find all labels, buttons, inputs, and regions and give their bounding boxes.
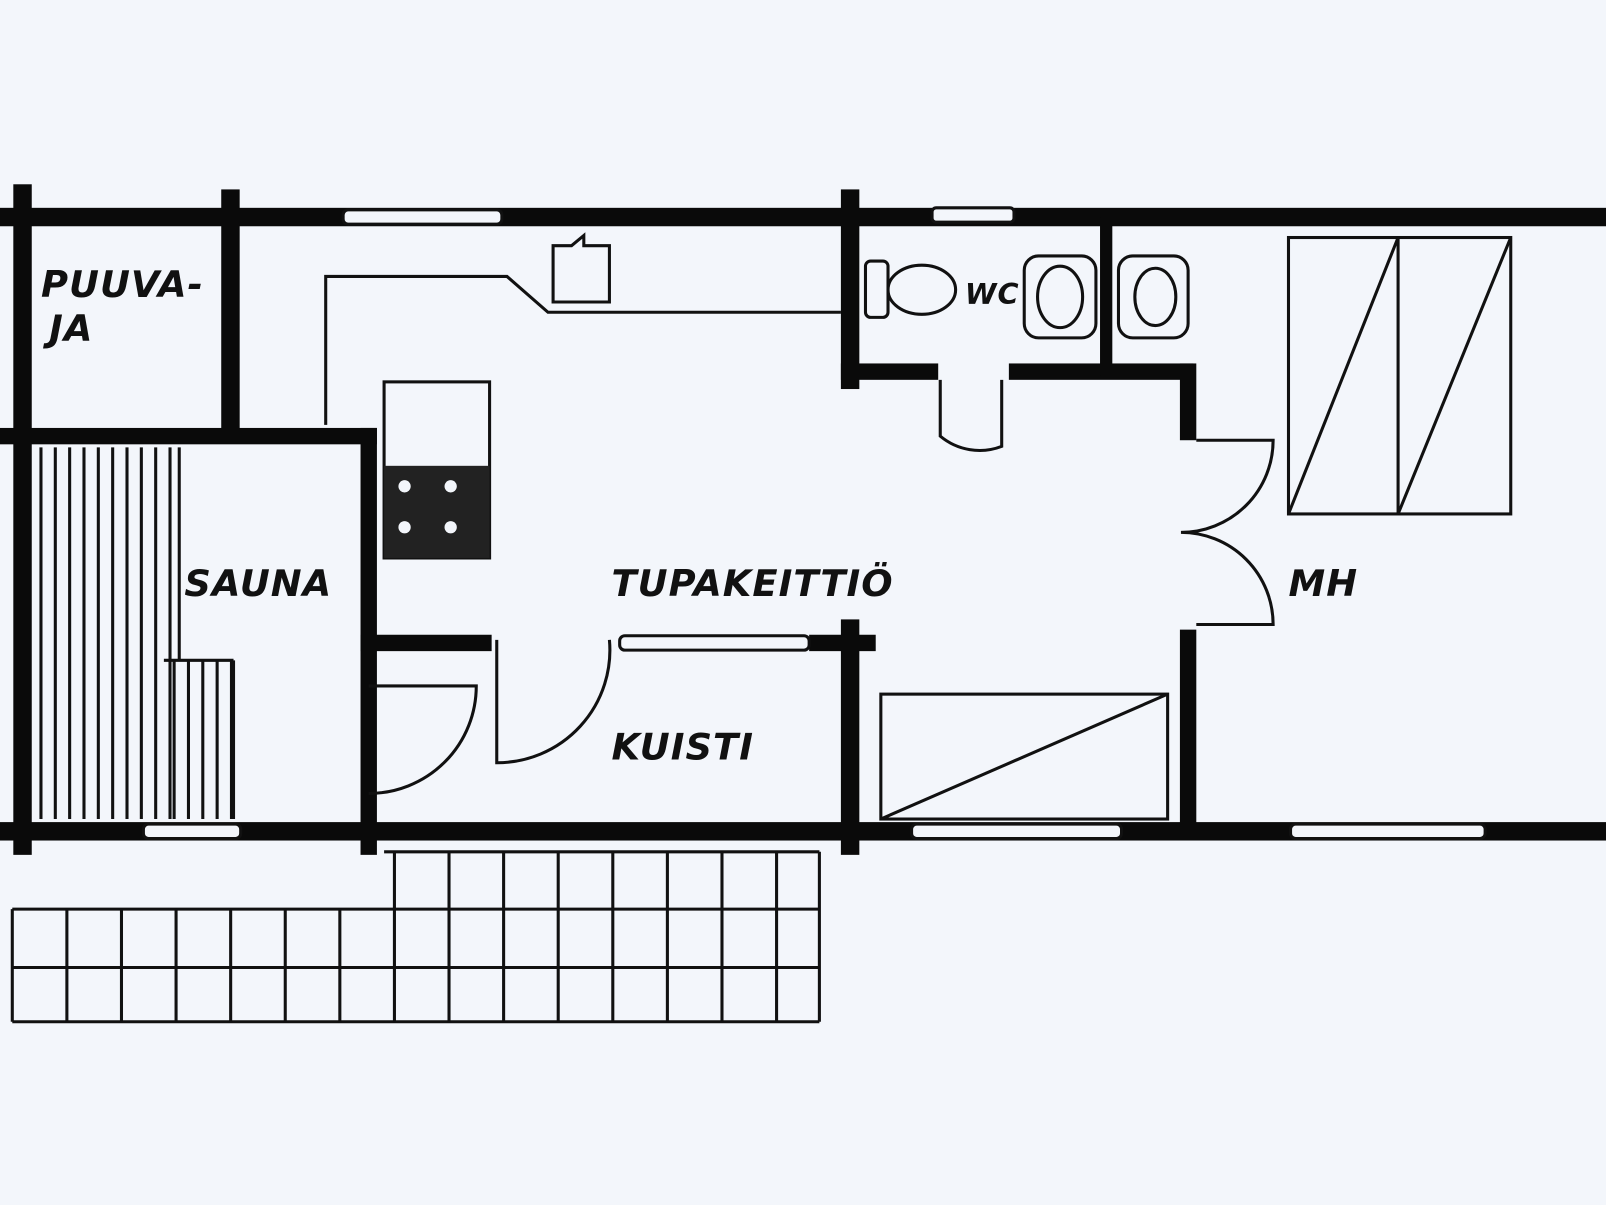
window <box>910 822 1124 841</box>
toilet-icon <box>886 263 958 316</box>
bottom-wall <box>0 822 1606 841</box>
post-kitchen-top <box>840 189 860 390</box>
kuisti-right-wall <box>840 619 860 855</box>
terrace-grid <box>10 850 821 1024</box>
mh-wall-upper <box>1179 363 1197 441</box>
sauna-bench <box>39 447 236 820</box>
door-swing <box>938 379 1004 452</box>
label-puuvaja: PUUVA- <box>41 263 204 306</box>
kuisti-top-wall <box>360 634 492 652</box>
window <box>141 822 243 841</box>
label-kuisti: KUISTI <box>611 726 753 769</box>
puuvaja-wall <box>221 189 240 430</box>
label-sauna: SAUNA <box>184 562 332 605</box>
kitchen-counter <box>324 274 841 425</box>
washbasin-icon <box>1116 254 1190 340</box>
toilet-tank <box>863 259 890 319</box>
mh-wall-lower <box>1179 629 1197 835</box>
windows <box>141 206 1487 841</box>
window <box>930 206 1016 224</box>
label-wc: WC <box>965 277 1020 311</box>
label-puuvaja-2: JA <box>42 307 93 350</box>
stove-icon <box>384 465 490 558</box>
wardrobe <box>879 692 1170 821</box>
wc-divider <box>1100 217 1113 376</box>
door-swing <box>495 639 612 765</box>
window <box>618 634 811 652</box>
kitchen-sink-icon <box>551 232 611 304</box>
window <box>341 208 504 226</box>
top-wall <box>0 207 1606 227</box>
door-swing <box>368 684 478 795</box>
washbasin-icon <box>1022 254 1098 340</box>
walls <box>0 184 1606 855</box>
label-mh: MH <box>1288 562 1358 605</box>
room-labels: PUUVA- JA SAUNA TUPAKEITTIÖ KUISTI WC MH <box>41 263 1358 769</box>
sauna-top-wall <box>0 427 377 445</box>
double-door-swing <box>1180 438 1275 627</box>
fixtures <box>39 232 1513 821</box>
window <box>1288 822 1487 841</box>
label-tupakeittio: TUPAKEITTIÖ <box>611 561 893 605</box>
wc-bottom-wall-a <box>840 363 939 380</box>
left-wall <box>13 184 32 855</box>
